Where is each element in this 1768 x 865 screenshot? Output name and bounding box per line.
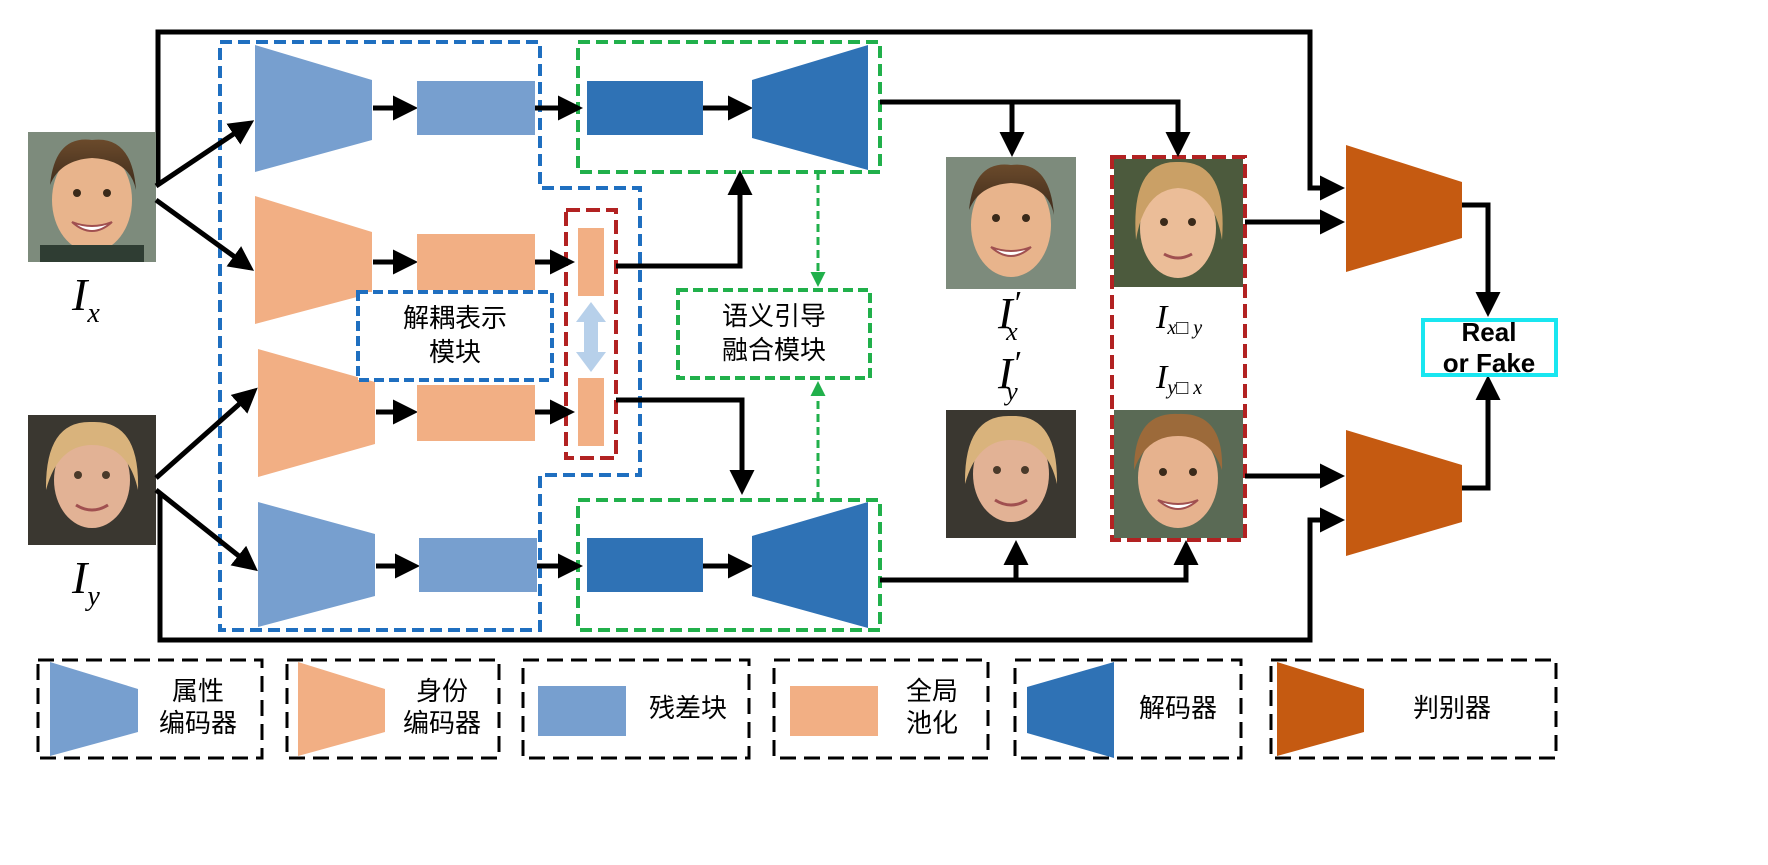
semantic-label-line2: 融合模块 [722,336,826,366]
legend-box-id-encoder [285,658,501,760]
legend-label-discriminator: 判别器 [1413,694,1491,724]
real-or-fake-box [1421,318,1558,377]
arrow-feat-x-to-fusion-top [616,170,753,269]
id-encoder-y [258,349,375,477]
arrow-iy-attr [154,488,258,572]
legend-shape-res-block [538,686,626,736]
label-ix-prime: I′x [997,285,1021,346]
label-iy-prime: I′y [997,345,1021,406]
face-iy [28,415,156,545]
id-encoder-x [255,196,372,324]
attr-encoder-x [255,45,372,172]
outer-bottom-path [157,492,1345,643]
legend-shape-gap-block [790,686,878,736]
legend-box-decoder [1013,658,1243,760]
arrow-ix-id [154,197,255,271]
gap-block-y [417,385,535,441]
legend-label-res-block: 残差块 [649,694,727,724]
output-bottom-path [880,540,1199,583]
pooled-feature-y [578,378,604,446]
disentangle-module-border [218,40,642,632]
legend-shape-decoder [1027,662,1114,758]
real-or-fake-line2: or Fake [1443,348,1536,378]
pooled-feature-x [578,228,604,296]
label-ix: Ix [71,269,100,329]
semantic-label-box [676,288,872,380]
arrow-feat-y-to-fusion-bottom [616,397,755,495]
arrow-disc-top-to-result [1462,202,1501,317]
legend-box-attr-encoder [36,658,264,760]
attr-encoder-y [258,502,375,627]
face-ix-reconstructed [946,157,1076,289]
legend-label-attr-encoder-2: 编码器 [159,709,237,739]
fusion-block-top [587,81,703,135]
legend-shape-attr-encoder [50,662,138,756]
swap-arrow [576,302,606,372]
arrow-ix-attr [154,120,255,189]
label-iyx: Iy□ x [1155,359,1202,399]
legend-label-id-encoder-1: 身份 [416,677,468,707]
legend-label-attr-encoder-1: 属性 [172,677,224,707]
res-block-x [417,81,535,135]
output-top-path [880,99,1191,157]
arrow-disc-bottom-to-result [1462,375,1501,491]
label-iy: Iy [71,552,100,612]
face-iyx-swapped [1114,410,1243,538]
legend-shape-id-encoder [298,662,385,756]
face-iy-reconstructed [946,410,1076,538]
discriminator-top [1346,145,1462,272]
face-ix [28,132,156,262]
outer-top-path [155,29,1345,201]
decoder-top [752,45,868,170]
res-block-y [419,538,537,592]
legend: 属性 编码器 身份 编码器 残差块 全局 池化 解码器 判别器 [36,658,1558,760]
semantic-label-line1: 语义引导 [722,302,826,332]
real-or-fake-line1: Real [1462,317,1517,347]
disentangle-label-line1: 解耦表示 [403,304,507,334]
legend-label-gap-block-2: 池化 [906,709,958,739]
legend-label-decoder: 解码器 [1139,694,1217,724]
disentangle-label-box [356,290,554,382]
gap-block-x [417,234,535,290]
fusion-block-bottom [587,538,703,592]
legend-box-res-block [521,658,751,760]
arrow-iy-id [154,387,258,480]
decoder-bottom [752,502,868,628]
disentangle-label-line2: 模块 [429,338,481,368]
legend-label-id-encoder-2: 编码器 [403,709,481,739]
legend-shape-discriminator [1277,662,1364,756]
face-ixy-swapped [1114,159,1243,287]
label-ixy: Ix□ y [1155,299,1202,339]
legend-box-gap-block [772,658,990,760]
legend-label-gap-block-1: 全局 [906,677,958,707]
pooled-features-border [564,208,618,460]
discriminator-bottom [1346,430,1462,556]
